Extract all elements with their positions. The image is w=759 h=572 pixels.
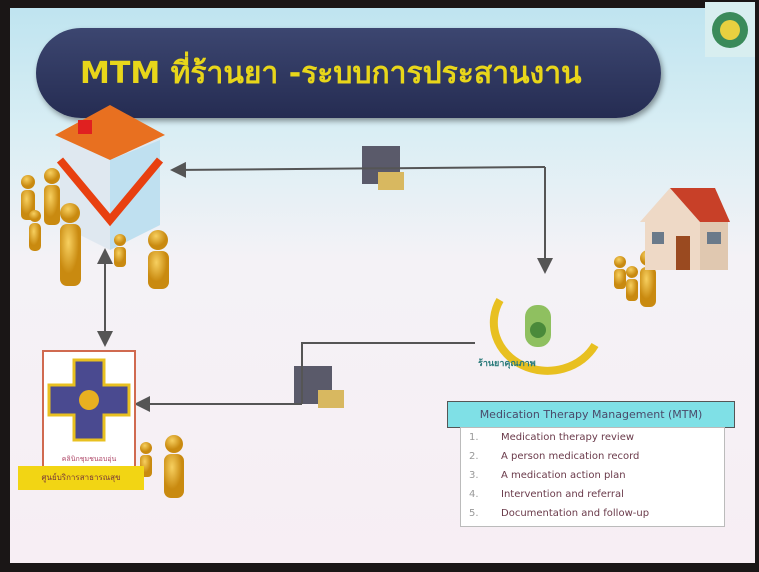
list-item: 4. Intervention and referral xyxy=(461,485,724,504)
list-item: 2. A person medication record xyxy=(461,447,724,466)
item-number: 4. xyxy=(469,489,479,500)
quality-pharmacy-label: ร้านยาคุณภาพ xyxy=(478,359,536,369)
mtm-list: 1. Medication therapy review 2. A person m… xyxy=(460,427,725,527)
coordination-arrows xyxy=(97,161,553,412)
health-center-label: ศูนย์บริการสาธารณสุข xyxy=(18,466,144,490)
list-item: 1. Medication therapy review xyxy=(461,428,724,447)
people-icon xyxy=(21,168,656,498)
house-icon xyxy=(640,188,730,270)
item-number: 3. xyxy=(469,470,479,481)
medication-record-icon xyxy=(362,146,404,190)
clinic-name: คลินิกชุมชนอบอุ่น xyxy=(61,455,117,463)
item-text: Medication therapy review xyxy=(501,432,635,443)
health-cross-icon xyxy=(47,358,131,442)
pharmacy-icon xyxy=(55,105,165,250)
mtm-header: Medication Therapy Management (MTM) xyxy=(447,401,735,428)
title-banner xyxy=(36,28,661,118)
item-text: A medication action plan xyxy=(501,470,626,481)
item-number: 5. xyxy=(469,508,479,519)
medication-record-icon xyxy=(294,366,344,408)
slide-title: MTM ที่ร้านยา -ระบบการประสานงาน xyxy=(80,56,582,91)
list-item: 3. A medication action plan xyxy=(461,466,724,485)
organization-logo xyxy=(705,2,755,57)
item-text: Intervention and referral xyxy=(501,489,624,500)
quality-pharmacy-logo xyxy=(489,297,599,375)
item-text: Documentation and follow-up xyxy=(501,508,650,519)
item-text: A person medication record xyxy=(501,451,640,462)
list-item: 5. Documentation and follow-up xyxy=(461,504,724,523)
item-number: 2. xyxy=(469,451,479,462)
item-number: 1. xyxy=(469,432,479,443)
community-clinic: คลินิกชุมชนอบอุ่น xyxy=(42,350,136,469)
